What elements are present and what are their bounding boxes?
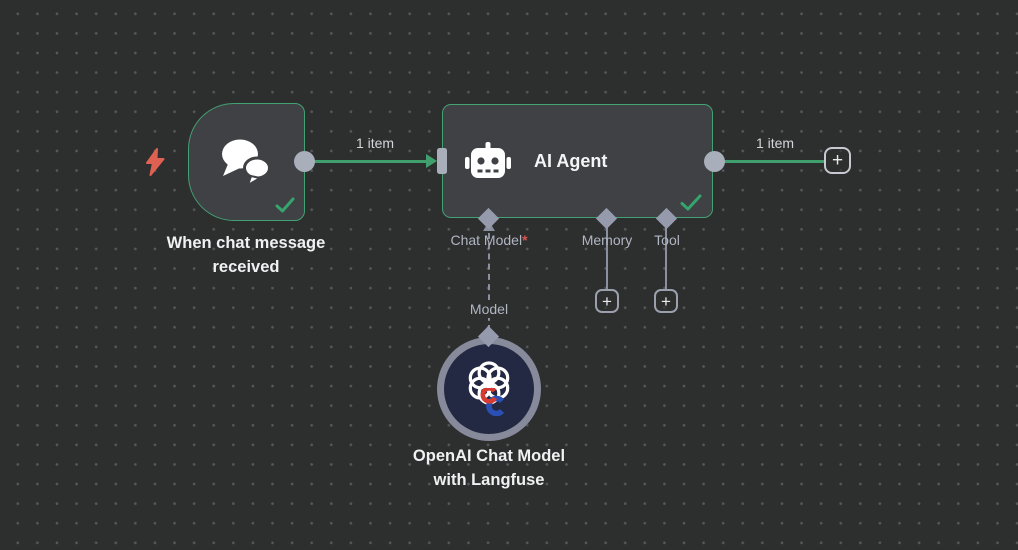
connection-model-to-agent[interactable] — [488, 233, 490, 331]
model-node-label: OpenAI Chat Model with Langfuse — [412, 447, 566, 489]
node-ai-agent[interactable]: AI Agent — [442, 104, 713, 218]
port-label-tool: Tool — [654, 232, 680, 248]
port-label-chat-model: Chat Model* — [429, 232, 549, 248]
connection-arrow-icon — [426, 154, 437, 168]
port-label-memory: Memory — [581, 232, 633, 248]
memory-port-stub — [606, 226, 608, 290]
model-port-label: Model — [459, 300, 519, 318]
robot-icon — [463, 141, 513, 185]
tool-port-stub — [665, 226, 667, 290]
add-memory-button[interactable]: + — [595, 289, 619, 313]
trigger-output-handle[interactable] — [294, 151, 315, 172]
required-asterisk: * — [522, 232, 528, 248]
connection-agent-output[interactable] — [714, 160, 826, 163]
node-when-chat-message-received[interactable] — [188, 103, 305, 221]
node-openai-chat-model[interactable] — [437, 337, 541, 441]
trigger-node-label: When chat message received — [166, 234, 326, 276]
connection-item-count: 1 item — [755, 135, 795, 151]
connection-trigger-to-agent[interactable] — [304, 160, 428, 163]
chat-bubbles-icon — [213, 134, 275, 188]
add-node-button[interactable]: + — [824, 147, 851, 174]
add-tool-button[interactable]: + — [654, 289, 678, 313]
trigger-bolt-icon — [143, 148, 167, 176]
model-node-body — [444, 344, 534, 434]
langfuse-badge-icon — [477, 388, 509, 416]
port-label-text: Chat Model — [450, 232, 523, 248]
agent-node-title: AI Agent — [534, 151, 608, 171]
agent-input-handle[interactable] — [437, 148, 447, 174]
agent-output-handle[interactable] — [704, 151, 725, 172]
success-check-icon — [275, 197, 295, 213]
success-check-icon — [680, 194, 702, 211]
connection-item-count: 1 item — [355, 135, 395, 151]
